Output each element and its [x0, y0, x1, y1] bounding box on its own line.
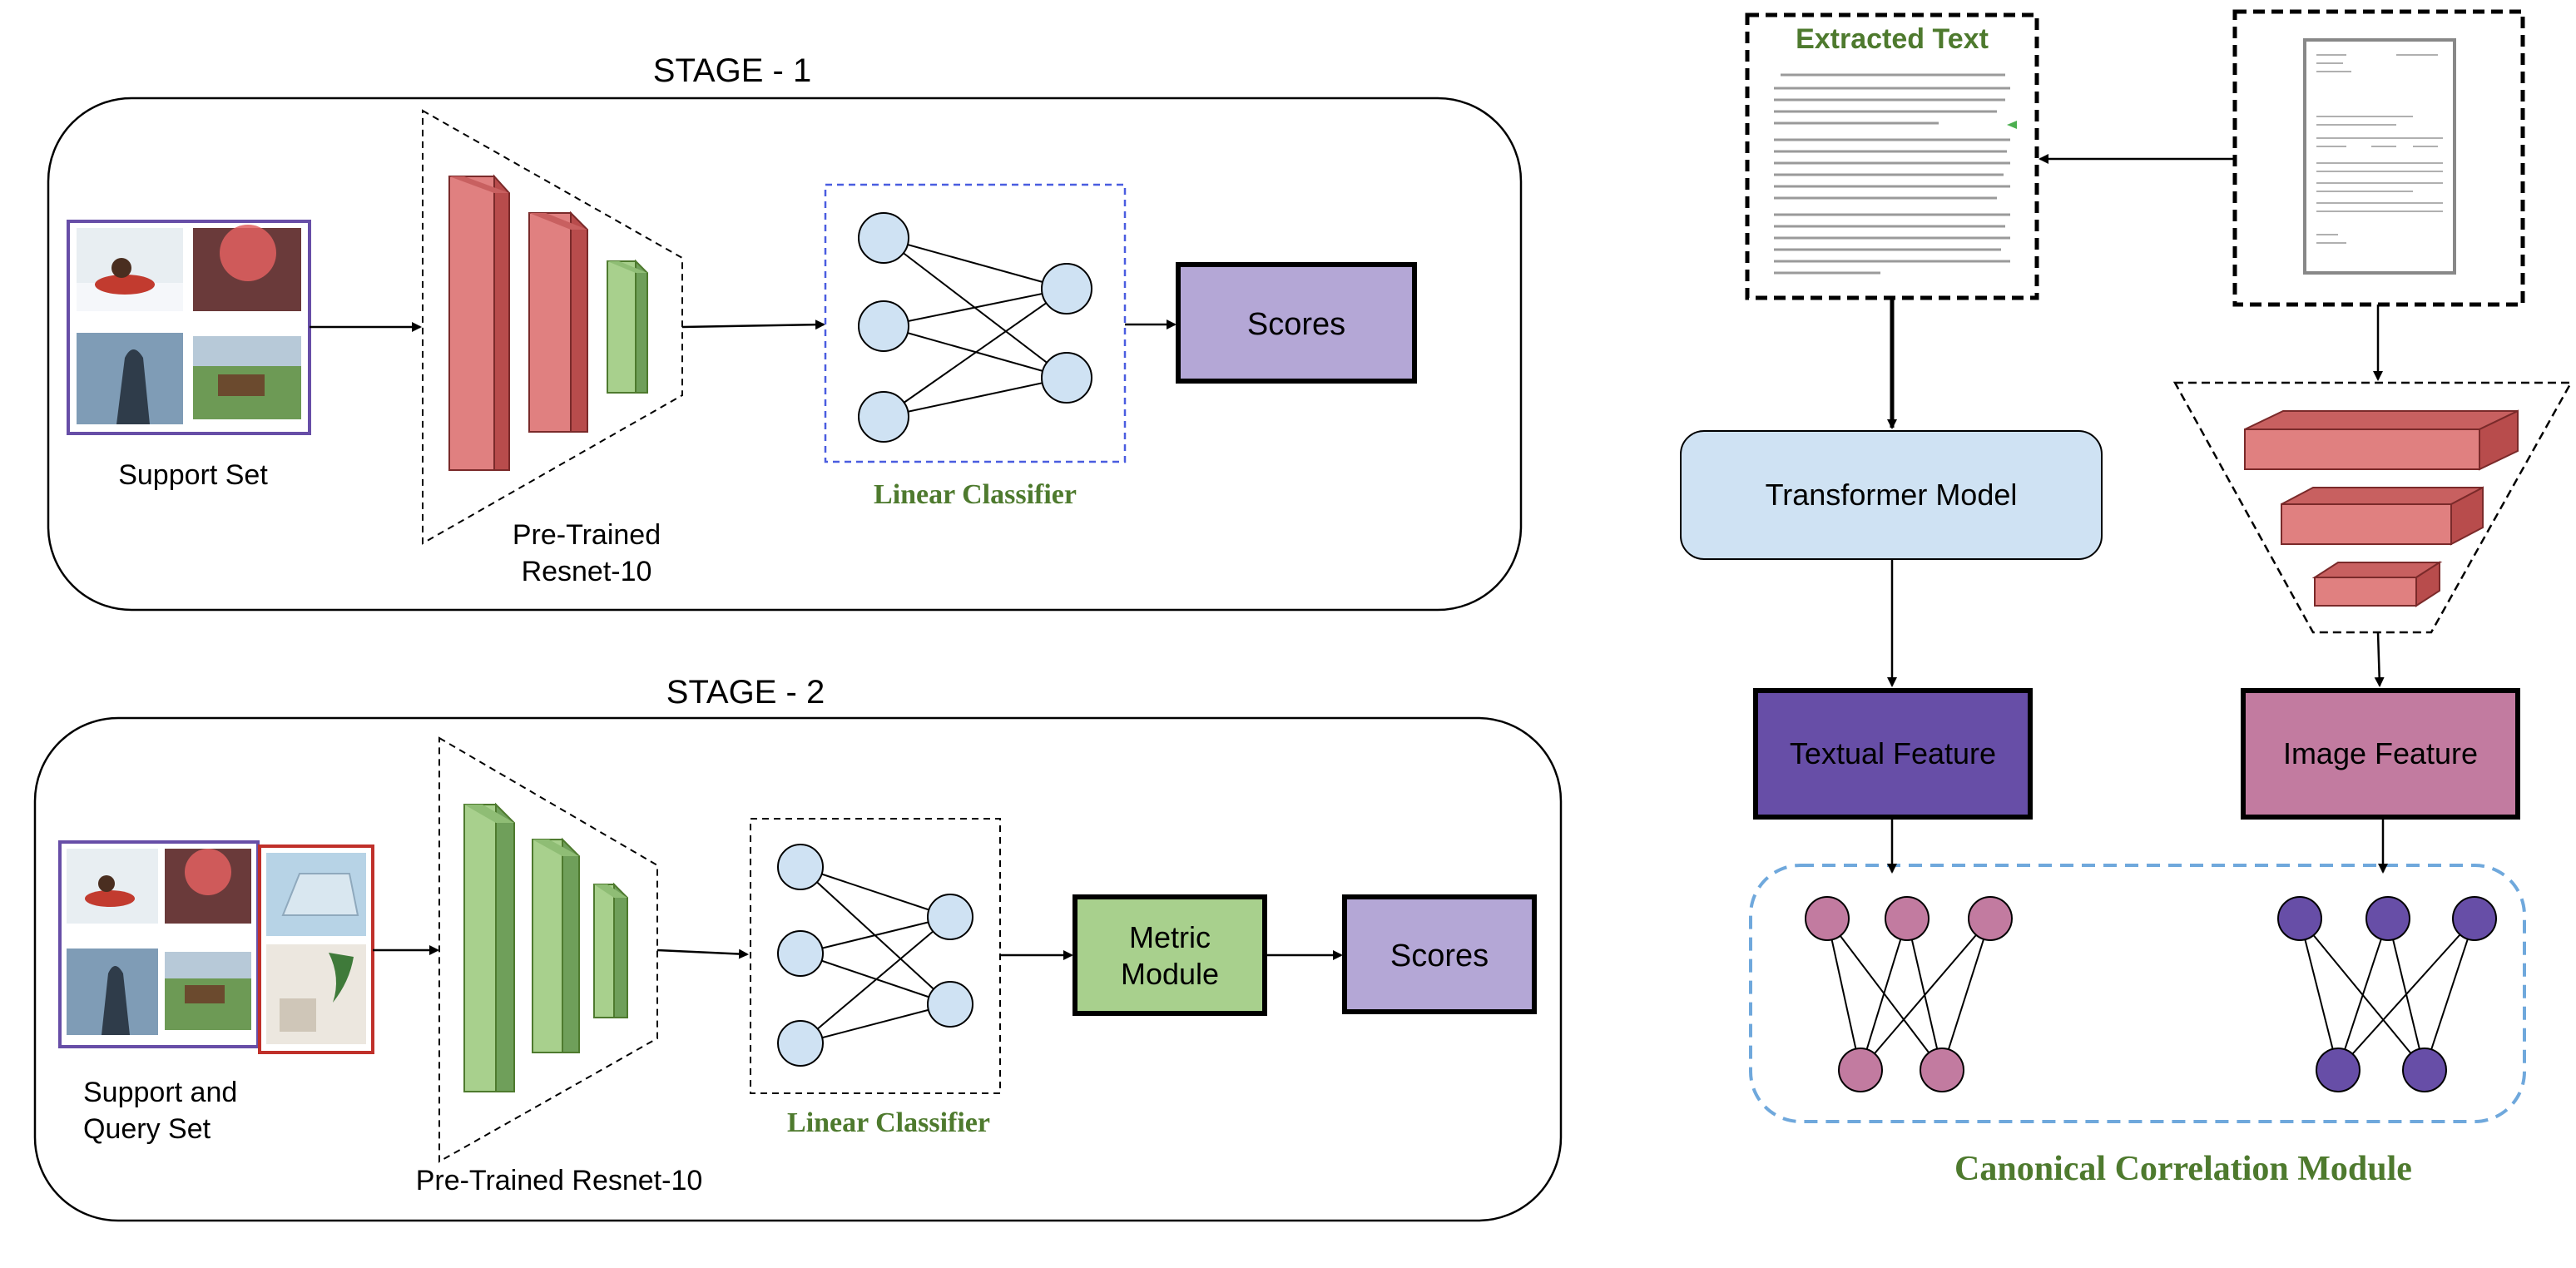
textual-feature-box [1753, 688, 2033, 820]
cca-module-label: Canonical Correlation Module [1954, 1150, 2412, 1188]
classifier-1-input-node [858, 300, 909, 352]
support-query-label-line1: Support and [83, 1077, 237, 1108]
linear-classifier-1-label: Linear Classifier [874, 479, 1077, 510]
linear-classifier-1-network [858, 212, 1092, 443]
cca-text-input-node [1968, 896, 2013, 941]
classifier-2-input-node [777, 1020, 824, 1067]
support-query-images [58, 840, 374, 1054]
stage-2-title: STAGE - 2 [666, 674, 825, 711]
backbone-2-trapezoid [438, 736, 658, 1163]
cca-module-box [1749, 864, 2526, 1123]
arrow-backbone-to-classifier-2 [656, 949, 749, 959]
cca-image-input-node [2452, 896, 2497, 941]
arrow-backbone-to-classifier-1 [681, 319, 825, 330]
support-set-images [67, 220, 311, 435]
stage-2-container [33, 716, 1563, 1222]
metric-module-box [1073, 894, 1267, 1016]
stage-1-container [47, 97, 1523, 612]
classifier-1-output-node [1041, 352, 1092, 404]
cca-image-output-node [2402, 1048, 2447, 1092]
backbone-1-label-line1: Pre-Trained [513, 519, 661, 551]
scores-2-box [1342, 894, 1537, 1014]
cca-image-network [2277, 896, 2497, 1092]
backbone-1-label-line2: Resnet-10 [522, 556, 652, 587]
stage-2: STAGE - 2 Support and Query Set [33, 674, 1563, 1222]
extracted-text-title: Extracted Text [1796, 23, 1989, 55]
extracted-text-marker [2007, 121, 2017, 129]
classifier-2-output-node [927, 894, 973, 940]
classifier-1-output-node [1041, 263, 1092, 315]
image-feature-box [2241, 688, 2520, 820]
scores-1-box [1176, 262, 1417, 384]
scores-1-label: Scores [1247, 307, 1345, 342]
support-query-label-line2: Query Set [83, 1113, 211, 1145]
metric-module-label-line2: Module [1121, 957, 1219, 991]
scores-2-label: Scores [1390, 939, 1489, 973]
classifier-1-input-node [858, 212, 909, 264]
cca-text-network [1805, 896, 2013, 1092]
extracted-text-box [1745, 12, 2039, 300]
stage-1-title: STAGE - 1 [653, 52, 811, 89]
support-set-label: Support Set [118, 459, 268, 491]
linear-classifier-2-network [777, 844, 973, 1067]
document-thumbnail [2303, 38, 2456, 275]
classifier-2-input-node [777, 930, 824, 977]
transformer-model-label: Transformer Model [1766, 478, 2018, 512]
image-feature-label: Image Feature [2283, 736, 2478, 770]
textual-feature-label: Textual Feature [1790, 736, 1996, 770]
backbone-2-label: Pre-Trained Resnet-10 [416, 1165, 703, 1196]
backbone-1-conv-layers [448, 174, 648, 471]
linear-classifier-2-label: Linear Classifier [787, 1107, 990, 1138]
classifier-2-input-node [777, 844, 824, 890]
image-encoder-layers [2244, 409, 2519, 607]
cca-text-input-node [1805, 896, 1850, 941]
arrow-encoder-to-image-feature [2374, 632, 2385, 687]
metric-module-label-line1: Metric [1129, 920, 1211, 954]
cca-text-output-node [1920, 1048, 1964, 1092]
cca-text-input-node [1885, 896, 1930, 941]
stage-1: STAGE - 1 Support Set [47, 52, 1523, 612]
cca-image-input-node [2365, 896, 2410, 941]
cca-text-output-node [1838, 1048, 1883, 1092]
classifier-2-output-node [927, 981, 973, 1028]
cca-image-input-node [2277, 896, 2322, 941]
multimodal-pipeline: Extracted Text [1680, 9, 2574, 1188]
cca-image-output-node [2316, 1048, 2361, 1092]
image-encoder-trapezoid [2172, 381, 2574, 634]
extracted-text-lines [1774, 73, 2010, 275]
classifier-1-input-node [858, 391, 909, 443]
linear-classifier-1-box [824, 183, 1127, 463]
backbone-1-trapezoid [422, 109, 683, 545]
backbone-2-conv-layers [463, 802, 628, 1092]
